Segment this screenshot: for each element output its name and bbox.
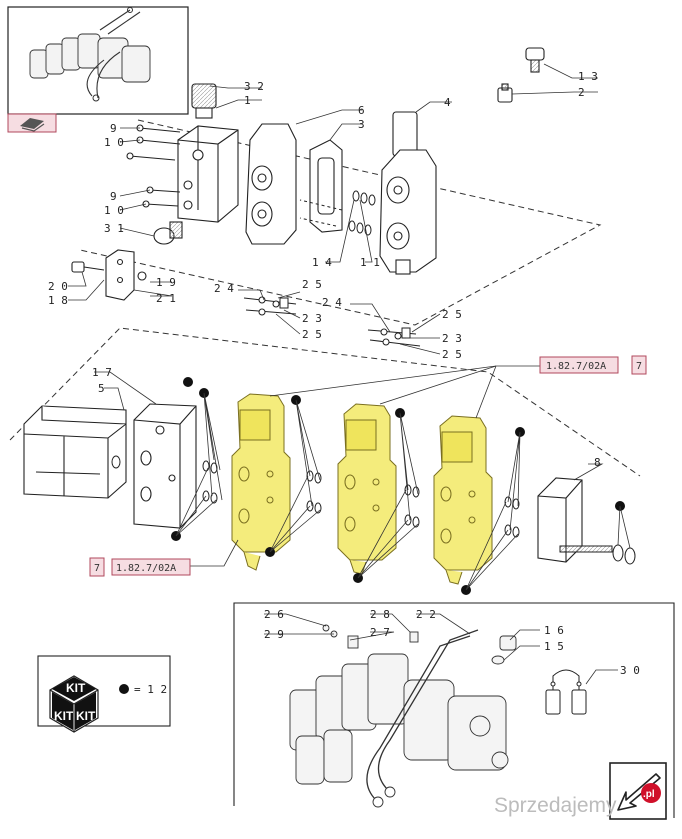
part-label: 1 0 bbox=[104, 204, 124, 217]
bracket-21 bbox=[71, 249, 147, 301]
part-label: 1 bbox=[244, 94, 251, 107]
part-label: 1 6 bbox=[544, 624, 564, 637]
part-label: 2 6 bbox=[264, 608, 284, 621]
part-label: 2 4 bbox=[214, 282, 234, 295]
highlighted-section-c bbox=[433, 415, 493, 585]
leader-lines-upper bbox=[68, 63, 598, 355]
svg-text:1.82.7/02A: 1.82.7/02A bbox=[546, 361, 606, 372]
lower-dashed-frame bbox=[9, 327, 641, 477]
watermark-badge bbox=[641, 783, 661, 803]
watermark: Sprzedajemy .pl bbox=[494, 783, 661, 817]
part-labels: 3 2 1 6 3 4 1 3 2 9 1 0 9 1 0 3 1 1 4 1 … bbox=[48, 70, 640, 677]
part-label: 2 3 bbox=[442, 332, 462, 345]
fitting-32 bbox=[191, 83, 217, 119]
part-label: 1 1 bbox=[360, 256, 380, 269]
reference-link-top[interactable]: 1.82.7/02A 7 bbox=[539, 355, 647, 375]
part-label: 4 bbox=[444, 96, 451, 109]
part-label: 2 0 bbox=[48, 280, 68, 293]
reference-link-bottom[interactable]: 7 1.82.7/02A bbox=[89, 557, 191, 577]
part-label: 2 2 bbox=[416, 608, 436, 621]
part-label: 3 1 bbox=[104, 222, 124, 235]
svg-text:1.82.7/02A: 1.82.7/02A bbox=[116, 563, 176, 574]
kit-dot-icon bbox=[119, 684, 129, 694]
navigation-book-icon[interactable] bbox=[7, 113, 57, 133]
full-assembly-view bbox=[289, 624, 517, 808]
part-label: 2 5 bbox=[302, 328, 322, 341]
watermark-brand: Sprzedajemy bbox=[494, 794, 617, 817]
kit-quantity: = 1 2 bbox=[134, 683, 167, 696]
part-label: 3 2 bbox=[244, 80, 264, 93]
part-label: 1 8 bbox=[48, 294, 68, 307]
part-label: 2 7 bbox=[370, 626, 390, 639]
highlighted-section-b bbox=[337, 403, 397, 575]
assembly-frame bbox=[233, 602, 675, 818]
kit-legend: KIT KIT KIT = 1 2 bbox=[37, 655, 171, 733]
part-label: 9 bbox=[110, 190, 117, 203]
seal-rings-14-11 bbox=[299, 190, 376, 236]
part-label: 3 bbox=[358, 118, 365, 131]
valve-section-6 bbox=[245, 123, 297, 245]
part-label: 2 bbox=[578, 86, 585, 99]
part-label: 5 bbox=[98, 382, 105, 395]
part-label: 2 1 bbox=[156, 292, 176, 305]
svg-text:7: 7 bbox=[636, 361, 642, 372]
cover-plate-1 bbox=[177, 125, 239, 223]
kit-label-left: KIT bbox=[54, 709, 74, 723]
upper-dashed-frame bbox=[79, 119, 602, 326]
part-label: 6 bbox=[358, 104, 365, 117]
part-label: 1 7 bbox=[92, 366, 112, 379]
leader-lines-lower bbox=[94, 365, 604, 567]
part-label: 1 0 bbox=[104, 136, 124, 149]
screws-9-10 bbox=[126, 124, 181, 208]
part-label: 2 9 bbox=[264, 628, 284, 641]
watermark-suffix: .pl bbox=[643, 789, 655, 800]
connector-plugs-30 bbox=[545, 669, 587, 715]
part-label: 1 4 bbox=[312, 256, 332, 269]
part-label: 2 8 bbox=[370, 608, 390, 621]
plug-31 bbox=[153, 221, 183, 245]
valve-section-4 bbox=[379, 111, 437, 275]
assembly-thumbnail-inset bbox=[7, 6, 189, 115]
linkage-small-parts bbox=[243, 296, 421, 347]
gasket-plate-3 bbox=[309, 139, 343, 233]
part-label: 2 5 bbox=[302, 278, 322, 291]
part-label: 1 5 bbox=[544, 640, 564, 653]
svg-text:7: 7 bbox=[94, 563, 100, 574]
kit-label-right: KIT bbox=[76, 709, 96, 723]
part-label: 2 3 bbox=[302, 312, 322, 325]
kit-label-top: KIT bbox=[66, 681, 86, 695]
part-label: 1 9 bbox=[156, 276, 176, 289]
part-label: 3 0 bbox=[620, 664, 640, 677]
seal-rings-lower bbox=[111, 455, 520, 538]
part-label: 2 5 bbox=[442, 348, 462, 361]
kit-marker-leaders bbox=[175, 392, 631, 591]
part-label: 1 3 bbox=[578, 70, 598, 83]
part-label: 2 4 bbox=[322, 296, 342, 309]
valve-block-section-17 bbox=[23, 405, 127, 499]
bolt-13 bbox=[525, 47, 545, 73]
end-cover-8 bbox=[537, 477, 583, 563]
plug-2 bbox=[497, 83, 513, 103]
leader-lines-assembly bbox=[264, 613, 618, 685]
part-label: 9 bbox=[110, 122, 117, 135]
part-label: 2 5 bbox=[442, 308, 462, 321]
end-cover-5 bbox=[133, 403, 197, 529]
part-label: 8 bbox=[594, 456, 601, 469]
highlighted-section-a bbox=[231, 393, 291, 571]
